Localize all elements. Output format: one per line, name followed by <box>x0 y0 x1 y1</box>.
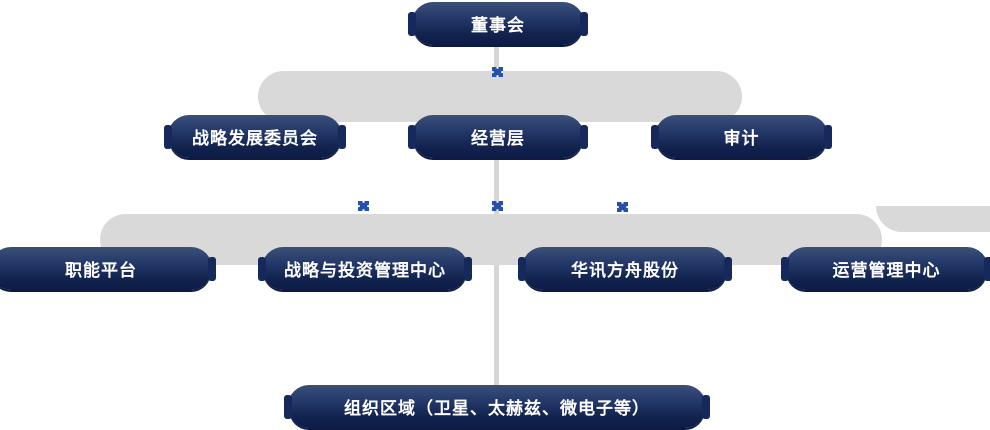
plus-connector-icon <box>358 201 369 211</box>
org-node-label: 经营层 <box>471 129 525 148</box>
org-node-management: 经营层 <box>412 115 584 158</box>
org-node-strategy-investment-center: 战略与投资管理中心 <box>262 247 468 290</box>
connector-band-level3 <box>100 214 882 265</box>
org-node-label: 华讯方舟股份 <box>571 261 679 280</box>
connector-line-management-to-bottom <box>494 157 499 387</box>
org-node-functional-platform: 职能平台 <box>0 247 212 290</box>
connector-band-level3-tail <box>876 206 990 232</box>
org-node-strategy-committee: 战略发展委员会 <box>168 115 342 158</box>
plus-connector-icon <box>617 202 628 212</box>
org-node-label: 运营管理中心 <box>832 261 941 280</box>
org-node-audit: 审计 <box>655 115 828 158</box>
plus-connector-icon <box>492 201 503 211</box>
org-node-label: 审计 <box>723 129 760 148</box>
plus-connector-icon <box>492 67 503 77</box>
org-node-huaxun-ark-shares: 华讯方舟股份 <box>522 247 728 290</box>
org-node-org-regions: 组织区域（卫星、太赫兹、微电子等） <box>288 385 706 428</box>
org-node-board: 董事会 <box>412 2 584 45</box>
org-node-label: 职能平台 <box>65 261 137 280</box>
connector-line-board-to-level2 <box>494 44 499 75</box>
org-node-label: 组织区域（卫星、太赫兹、微电子等） <box>344 399 650 418</box>
connector-band-level2 <box>258 71 742 122</box>
org-node-operations-center: 运营管理中心 <box>785 247 988 290</box>
org-node-label: 董事会 <box>471 16 525 35</box>
org-node-label: 战略与投资管理中心 <box>284 261 446 280</box>
org-node-label: 战略发展委员会 <box>192 129 318 148</box>
